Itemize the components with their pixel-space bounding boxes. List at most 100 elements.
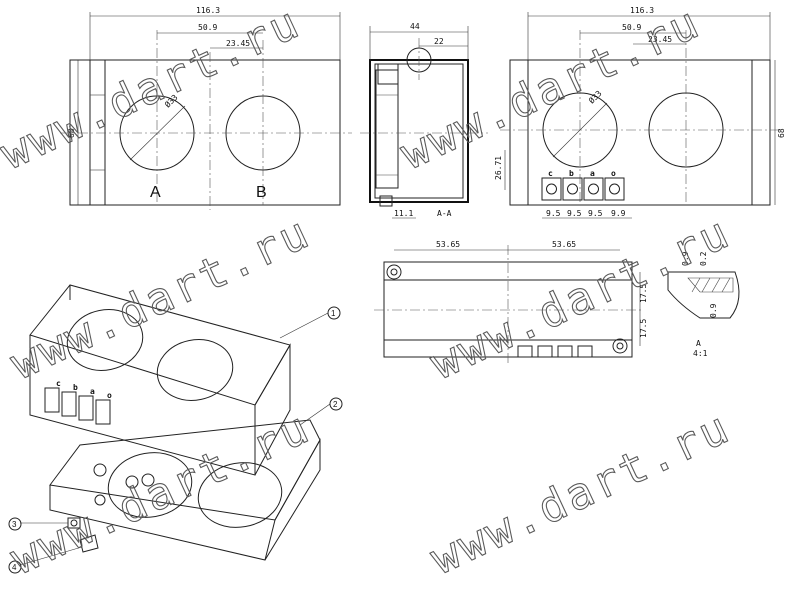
hatch — [701, 277, 711, 293]
detail-dim-a: 0.9 — [681, 251, 690, 266]
callout-text-4: 4 — [12, 563, 17, 572]
top-dim-lower: 17.5 — [639, 319, 648, 338]
screw-icon — [567, 183, 578, 195]
callout-leader-1 — [279, 312, 329, 339]
callout-4 — [8, 560, 22, 574]
section-top-block — [377, 63, 399, 85]
section-view: 44 22 11.1 A-A — [360, 22, 488, 219]
section-dim-width: 44 — [410, 22, 420, 31]
terminal-dim-width: 116.3 — [630, 6, 654, 15]
base-core-a — [107, 452, 193, 518]
detail-view: 0.9 0.2 0.9 A 4:1 — [667, 251, 740, 358]
cover-window-b — [156, 339, 234, 401]
pitch-label-2: 9.5 — [567, 209, 582, 218]
detail-dim-c: 0.9 — [709, 303, 718, 318]
callout-leader-2 — [299, 403, 331, 426]
section-core-wall — [375, 69, 399, 189]
mount-hole-inner — [390, 268, 398, 276]
watermark: www.dart.ru — [423, 402, 739, 585]
iso-label-a: a — [90, 387, 95, 396]
screw-icon — [588, 183, 599, 195]
hatch — [721, 277, 731, 293]
detail-label: A — [696, 339, 701, 348]
terminal-dim-center: 50.9 — [622, 23, 641, 32]
terminal-label-b: b — [569, 169, 574, 178]
detail-hatch-area — [687, 277, 734, 293]
top-dim-upper: 17.5 — [639, 284, 648, 303]
terminal-view: 116.3 50.9 23.45 Ø33 68 26.71 c b a o 9.… — [494, 6, 786, 219]
callout-3 — [8, 517, 22, 531]
window-a-label: A — [150, 184, 161, 201]
detail-scale: 4:1 — [693, 349, 708, 358]
top-terminal — [517, 345, 533, 358]
screw-icon — [125, 475, 139, 489]
section-terminal — [379, 195, 393, 207]
iso-view: c b a o 1 2 3 4 — [8, 284, 343, 574]
terminal-label-o: o — [611, 169, 616, 178]
watermark: www.dart.ru — [423, 207, 739, 390]
cover-front — [29, 335, 256, 476]
callout-text-2: 2 — [333, 400, 338, 409]
base-side — [264, 438, 321, 561]
pitch-label-3: 9.5 — [588, 209, 603, 218]
iso-label-o: o — [107, 391, 112, 400]
part-4 — [79, 534, 99, 553]
terminal-c — [541, 177, 562, 201]
detail-profile — [667, 271, 740, 319]
screw-icon — [70, 519, 78, 527]
front-view-outline — [69, 59, 341, 206]
pitch-label-1: 9.5 — [546, 209, 561, 218]
screw-icon — [141, 473, 155, 487]
terminal-diameter-leader — [552, 102, 608, 158]
mount-hole-icon — [612, 338, 628, 354]
mount-hole-inner — [616, 342, 624, 350]
iso-terminal — [61, 391, 77, 417]
callout-text-1: 1 — [331, 309, 336, 318]
top-dim-left: 53.65 — [436, 240, 460, 249]
iso-terminal — [44, 387, 60, 413]
terminal-dim-half: 23.45 — [648, 35, 672, 44]
base-front — [49, 485, 276, 561]
screw-icon — [94, 494, 106, 506]
diameter-leader — [129, 105, 186, 161]
callout-text-3: 3 — [12, 520, 17, 529]
pitch-label-4: 9.9 — [611, 209, 626, 218]
terminal-view-outline — [509, 59, 771, 206]
terminal-label-a: a — [590, 169, 595, 178]
screw-icon — [609, 183, 620, 195]
top-terminal — [577, 345, 593, 358]
section-label: A-A — [437, 209, 452, 218]
front-dim-center: 50.9 — [198, 23, 217, 32]
terminal-dim-height: 68 — [777, 128, 786, 138]
terminal-dim-terminal-height: 26.71 — [494, 156, 503, 180]
terminal-block — [541, 177, 625, 201]
mount-hole-icon — [386, 264, 402, 280]
iso-label-b: b — [73, 383, 78, 392]
top-terminal — [557, 345, 573, 358]
watermark: www.dart.ru — [0, 0, 309, 180]
callout-1 — [327, 306, 341, 320]
front-dim-width: 116.3 — [196, 6, 220, 15]
callout-2 — [329, 397, 343, 411]
screw-icon — [546, 183, 557, 195]
top-view: 53.65 53.65 17.5 17.5 — [374, 240, 648, 365]
hatch — [711, 277, 721, 293]
iso-terminal — [95, 399, 111, 425]
detail-dim-b: 0.2 — [699, 251, 708, 266]
base-core-b — [197, 462, 283, 528]
front-dim-half: 23.45 — [226, 39, 250, 48]
terminal-label-c: c — [548, 169, 553, 178]
cover-side — [254, 343, 291, 476]
cover-window-a — [66, 309, 144, 371]
iso-terminal — [78, 395, 94, 421]
front-dim-height: 68 — [67, 128, 76, 138]
iso-label-c: c — [56, 379, 61, 388]
section-dim-offset: 22 — [434, 37, 444, 46]
top-dim-right: 53.65 — [552, 240, 576, 249]
callout-leader-4 — [19, 546, 83, 566]
watermark: www.dart.ru — [3, 207, 319, 390]
terminal-b — [562, 177, 583, 201]
base-top — [49, 419, 321, 521]
terminal-a — [583, 177, 604, 201]
